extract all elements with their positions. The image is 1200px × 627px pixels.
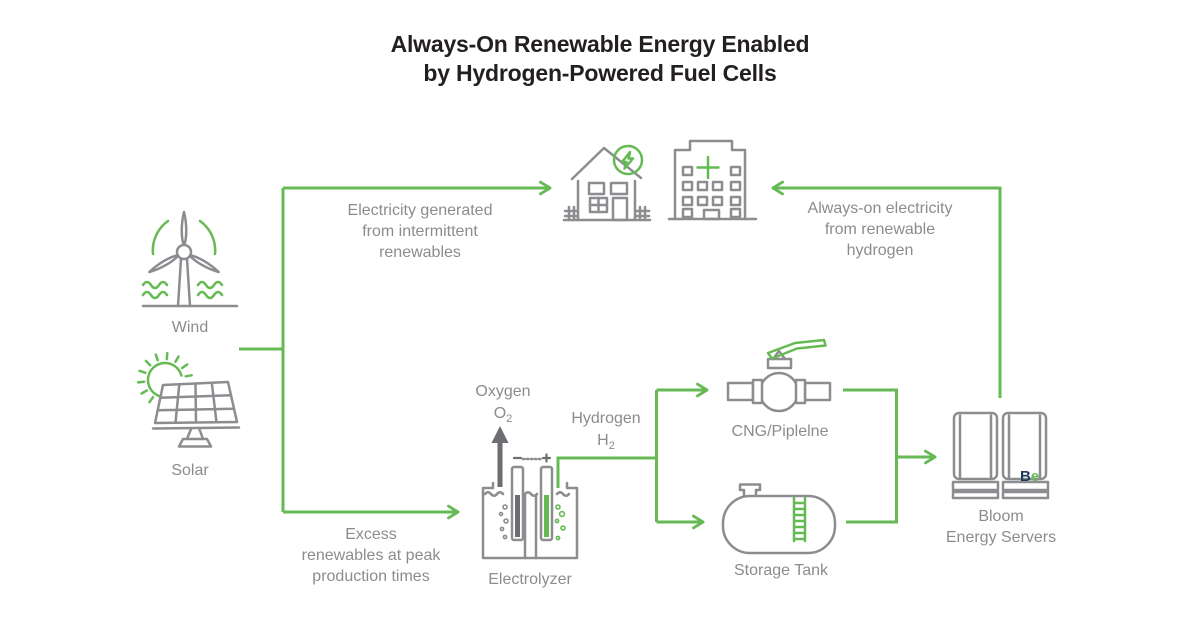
medical-cross-icon bbox=[696, 155, 720, 180]
line-hydrogen-split bbox=[556, 390, 658, 522]
line-merge-to-servers bbox=[843, 388, 898, 524]
bloom-servers-label: Bloom Energy Servers bbox=[945, 508, 1057, 546]
fence-left bbox=[563, 205, 580, 222]
hospital-windows bbox=[681, 165, 742, 219]
arrow-alwayson-to-buildings bbox=[771, 180, 1002, 398]
house-with-bolt-icon bbox=[562, 144, 652, 222]
tank-ladder bbox=[792, 496, 807, 543]
annotation-always-on: Always-on electricity from renewable hyd… bbox=[807, 200, 953, 259]
solar-panel-icon bbox=[136, 351, 241, 448]
line-renewables-junction bbox=[239, 188, 285, 512]
bloom-energy-logo: Be bbox=[1020, 468, 1040, 485]
lightning-bolt-icon bbox=[620, 150, 635, 170]
cng-pipeline-label: CNG/Piplelne bbox=[731, 423, 829, 440]
annotation-electricity-generated: Electricity generated from intermittent … bbox=[347, 202, 493, 261]
bloom-energy-servers-icon bbox=[951, 411, 1050, 500]
title-line: by Hydrogen-Powered Fuel Cells bbox=[423, 60, 777, 86]
page-title: Always-On Renewable Energy Enabled by Hy… bbox=[391, 30, 810, 88]
hydrogen-label: Hydrogen H2 bbox=[571, 410, 641, 453]
hospital-building-icon bbox=[667, 139, 758, 221]
plus-terminal bbox=[541, 453, 552, 463]
storage-tank-label: Storage Tank bbox=[734, 562, 828, 579]
oxygen-arrowhead bbox=[491, 426, 509, 443]
wind-label: Wind bbox=[171, 319, 209, 336]
valve-handle bbox=[766, 338, 827, 360]
annotation-excess-renewables: Excess renewables at peak production tim… bbox=[301, 526, 441, 585]
fence-right bbox=[634, 205, 651, 222]
title-line: Always-On Renewable Energy Enabled bbox=[390, 31, 810, 57]
solar-label: Solar bbox=[171, 462, 209, 479]
electrolyzer-label: Electrolyzer bbox=[488, 571, 572, 588]
wind-turbine-icon bbox=[141, 210, 239, 308]
bolt-circle bbox=[612, 144, 644, 176]
storage-tank-icon bbox=[721, 483, 837, 555]
electrolyzer-icon bbox=[481, 453, 579, 560]
hospital-door bbox=[702, 208, 721, 221]
oxygen-label: Oxygen O2 bbox=[475, 383, 531, 426]
pipeline-valve-icon bbox=[726, 338, 832, 413]
bubbles bbox=[498, 504, 566, 541]
